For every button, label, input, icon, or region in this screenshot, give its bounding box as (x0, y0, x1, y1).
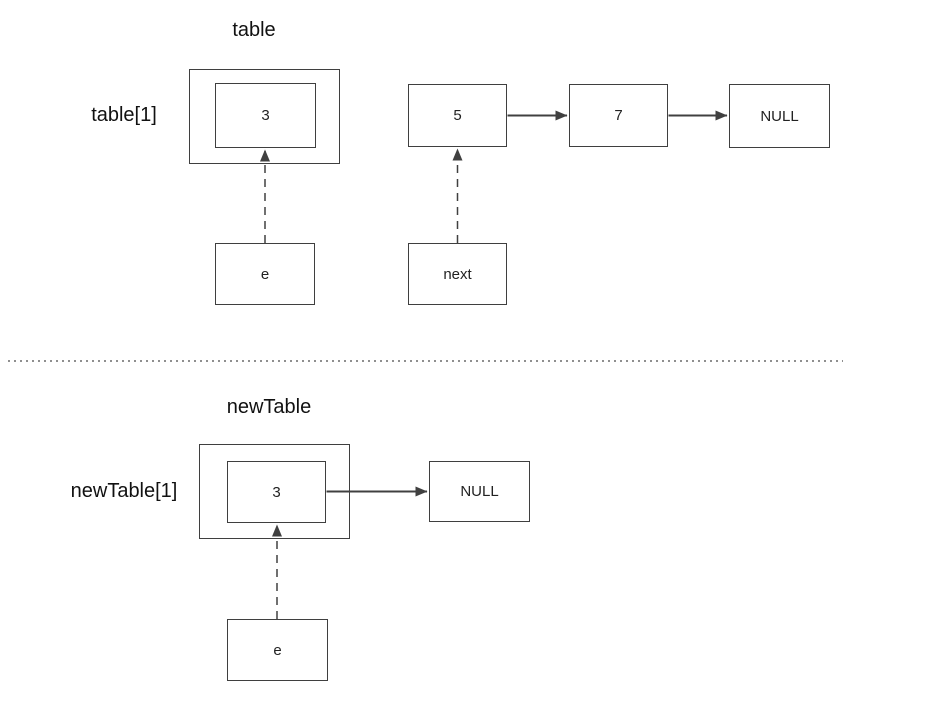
newtable-null-terminator-box: NULL (429, 461, 530, 522)
newtable-slot-index-label: newTable[1] (70, 480, 178, 502)
table-title-label: table (232, 19, 276, 41)
table-slot-index-label: table[1] (91, 104, 157, 126)
pointer-e-box-top: e (215, 243, 315, 305)
pointer-next-box: next (408, 243, 507, 305)
list-node-5-box: 5 (408, 84, 507, 147)
newtable-title-label: newTable (226, 396, 312, 418)
pointer-e-box-bottom: e (227, 619, 328, 681)
list-node-7-box: 7 (569, 84, 668, 147)
table-bucket-node-box: 3 (215, 83, 316, 148)
table-null-terminator-box: NULL (729, 84, 830, 148)
newtable-bucket-node-box: 3 (227, 461, 326, 523)
